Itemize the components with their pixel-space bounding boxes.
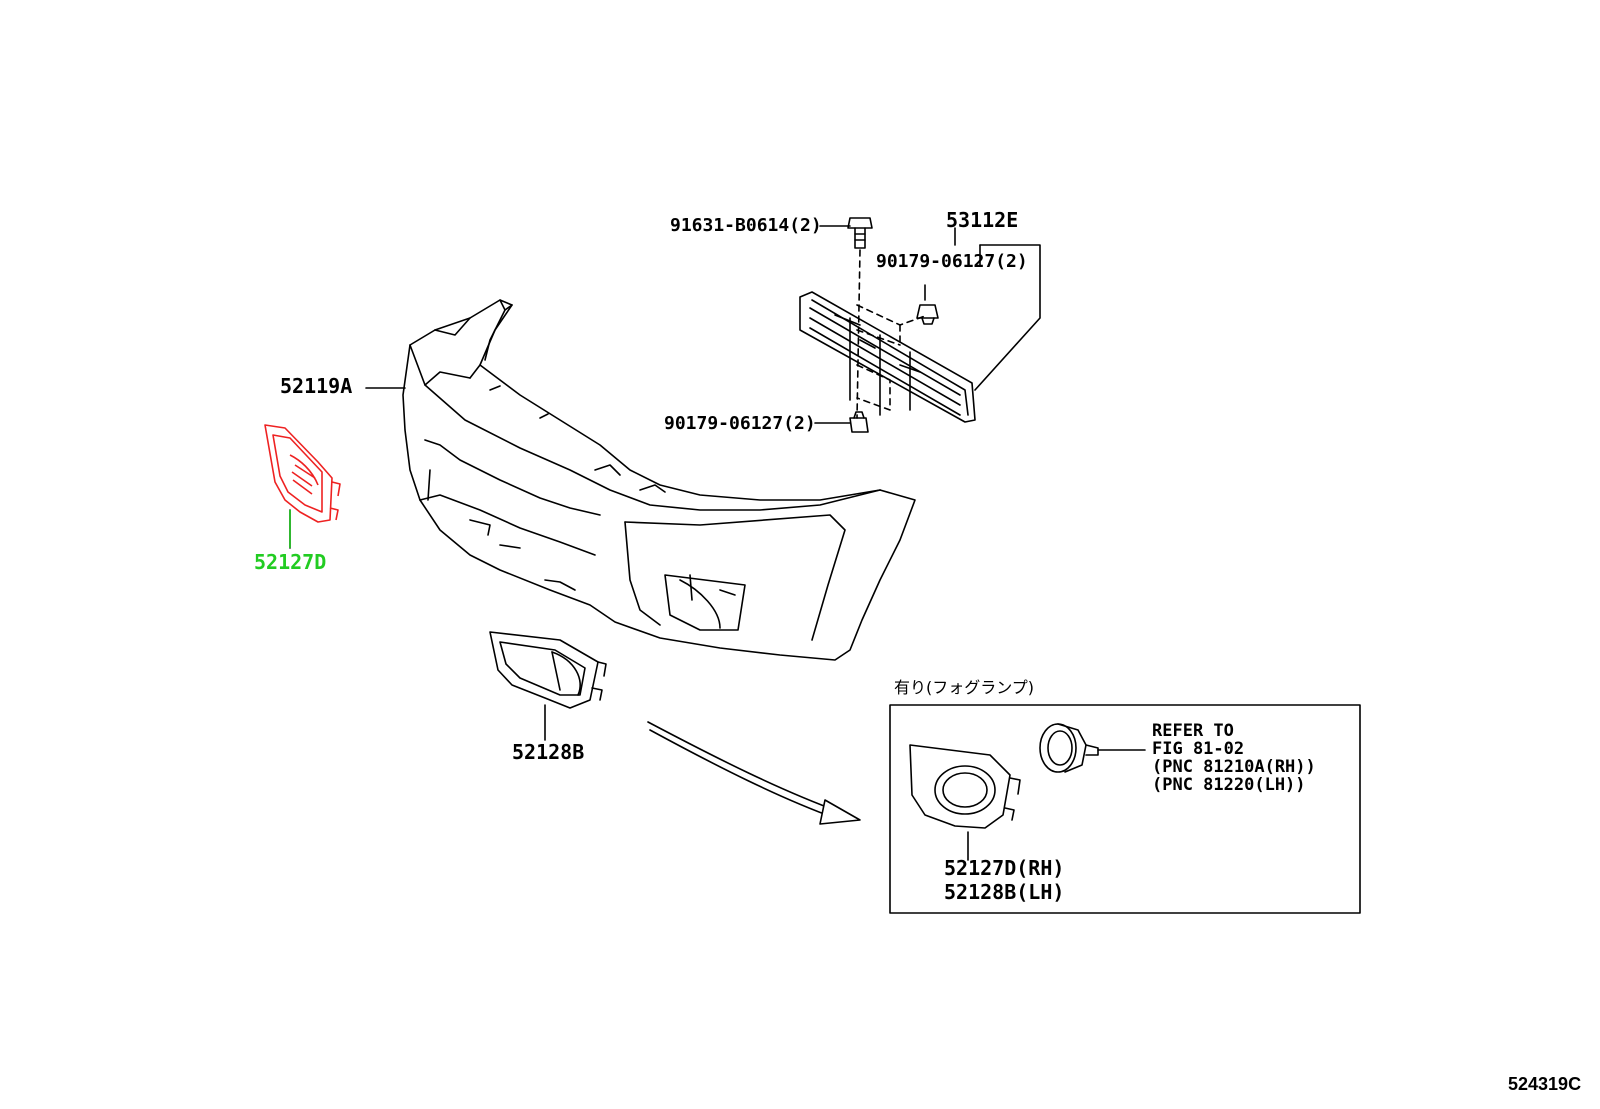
fog-cover-option-part [909, 744, 1021, 829]
clip-lower-part [849, 411, 869, 433]
fog-cover-highlight-part [264, 424, 341, 523]
refer-line-2[interactable]: FIG 81-02 [1152, 739, 1245, 759]
bolt-label[interactable]: 91631-B0614(2) [670, 215, 822, 236]
clip-lower-label[interactable]: 90179-06127(2) [664, 413, 816, 434]
cover-rh-label[interactable]: 52127D(RH) [944, 856, 1065, 880]
alignment-lines [856, 249, 926, 419]
clip-upper-label[interactable]: 90179-06127(2) [876, 251, 1028, 272]
highlight-cover-label[interactable]: 52127D [254, 550, 327, 574]
refer-line-3[interactable]: (PNC 81210A(RH)) [1152, 757, 1316, 777]
lower-cover-label[interactable]: 52128B [512, 740, 585, 764]
figure-code: 524319C [1508, 1074, 1582, 1094]
front-bumper-part [402, 299, 916, 661]
refer-line-4[interactable]: (PNC 81220(LH)) [1152, 775, 1306, 795]
grille-label[interactable]: 53112E [946, 208, 1019, 232]
clip-upper-part [916, 304, 939, 325]
fog-lamp-part [1039, 723, 1099, 773]
grille-part [799, 291, 976, 423]
refer-line-1: REFER TO [1152, 721, 1234, 741]
bolt-part [847, 217, 873, 249]
bumper-label[interactable]: 52119A [280, 374, 353, 398]
option-box [889, 704, 1361, 914]
direction-arrow [647, 721, 861, 825]
cover-lh-label[interactable]: 52128B(LH) [944, 880, 1065, 904]
fog-cover-lower-part [489, 631, 607, 709]
option-caption: 有り(フォグランプ) [894, 678, 1035, 697]
